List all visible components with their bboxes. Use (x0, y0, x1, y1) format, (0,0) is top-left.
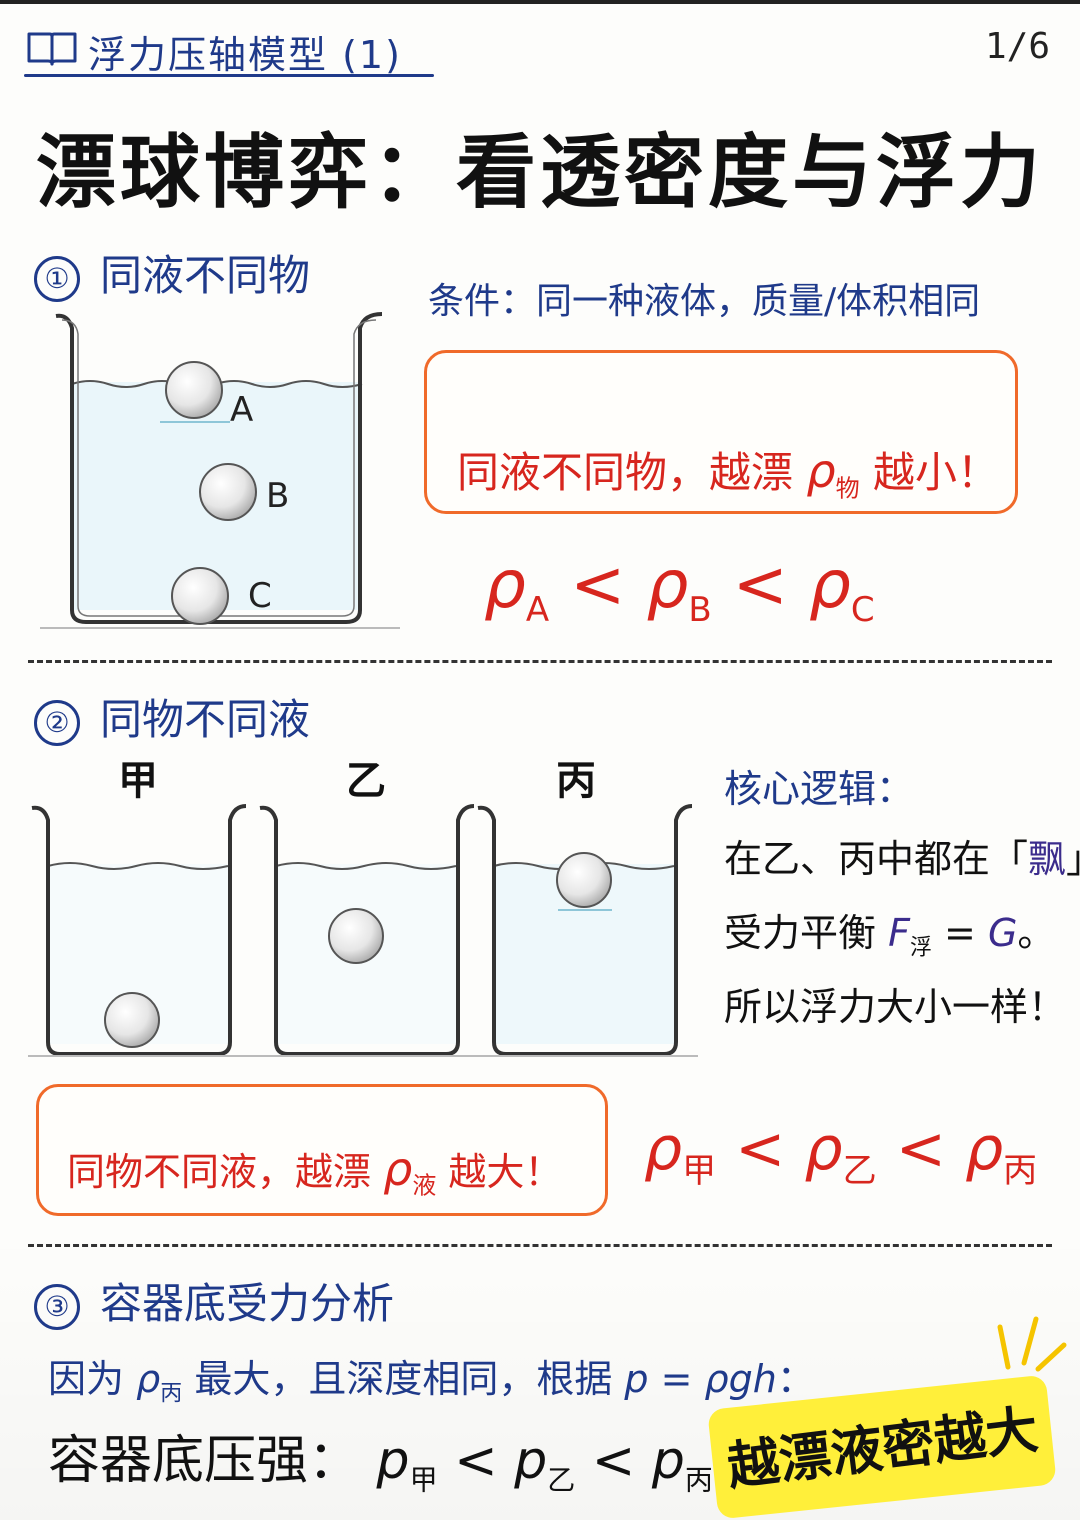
ball-label-c: C (248, 576, 272, 616)
section3-pressure: 容器底压强： p甲 < p乙 < p丙 (48, 1431, 713, 1497)
series-title-underline (24, 74, 434, 77)
core-logic-line2: 受力平衡 F浮 = G。 (724, 911, 1056, 961)
main-title: 漂球博弈：看透密度与浮力 (36, 126, 1044, 219)
ball-b (199, 463, 257, 521)
beaker-bing (477, 804, 693, 1056)
divider-1 (28, 660, 1052, 663)
section1-conclusion: 同液不同物，越漂 ρ物 越小！ (457, 444, 999, 503)
ball-yi (328, 908, 384, 964)
ball-jia (104, 992, 160, 1048)
sparkle-icon (997, 1316, 1067, 1372)
divider-2 (28, 1244, 1052, 1247)
beaker-yi (259, 804, 475, 1056)
ball-label-b: B (266, 476, 290, 516)
section1-inequality: ρA < ρB < ρC (484, 546, 875, 631)
section3-number: ③ (34, 1283, 80, 1330)
ball-label-a: A (230, 390, 254, 430)
beaker-label-jia: 甲 (118, 758, 158, 804)
section2-number: ② (34, 699, 80, 746)
section3-heading: ③ 容器底受力分析 (34, 1270, 394, 1331)
section3-reason: 因为 ρ丙 最大，且深度相同，根据 p = ρgh： (48, 1357, 815, 1407)
section2-inequality: ρ甲 < ρ乙 < ρ丙 (644, 1114, 1038, 1191)
core-logic-line3: 所以浮力大小一样！ (724, 985, 1067, 1029)
core-logic-title: 核心逻辑： (724, 767, 915, 811)
section1-conclusion-box: 同液不同物，越漂 ρ物 越小！ (424, 350, 1018, 514)
series-title: 浮力压轴模型 (1) (88, 33, 402, 77)
beaker-section1 (40, 312, 400, 629)
section2-conclusion: 同物不同液，越漂 ρ液 越大！ (67, 1142, 563, 1200)
section1-heading-text: 同液不同物 (100, 251, 311, 300)
page-number: 1/6 (985, 26, 1051, 67)
beaker-label-bing: 丙 (556, 758, 596, 804)
ball-c (171, 567, 229, 625)
core-logic-line1: 在乙、丙中都在「飘」， (724, 837, 1080, 881)
beaker-label-yi: 乙 (346, 758, 386, 804)
book-icon (27, 32, 77, 66)
beakers-section2 (28, 804, 698, 1057)
section1-number: ① (34, 255, 80, 302)
ball-a (165, 361, 223, 419)
section2-heading: ② 同物不同液 (34, 686, 310, 747)
top-border (0, 0, 1080, 4)
section2-conclusion-box: 同物不同液，越漂 ρ液 越大！ (36, 1084, 608, 1216)
section3-heading-text: 容器底受力分析 (100, 1279, 395, 1328)
beaker-jia (31, 804, 247, 1056)
ball-bing (556, 852, 612, 908)
section2-heading-text: 同物不同液 (100, 695, 311, 744)
section1-condition: 条件：同一种液体，质量/体积相同 (428, 281, 981, 322)
section1-heading: ① 同液不同物 (34, 242, 310, 303)
